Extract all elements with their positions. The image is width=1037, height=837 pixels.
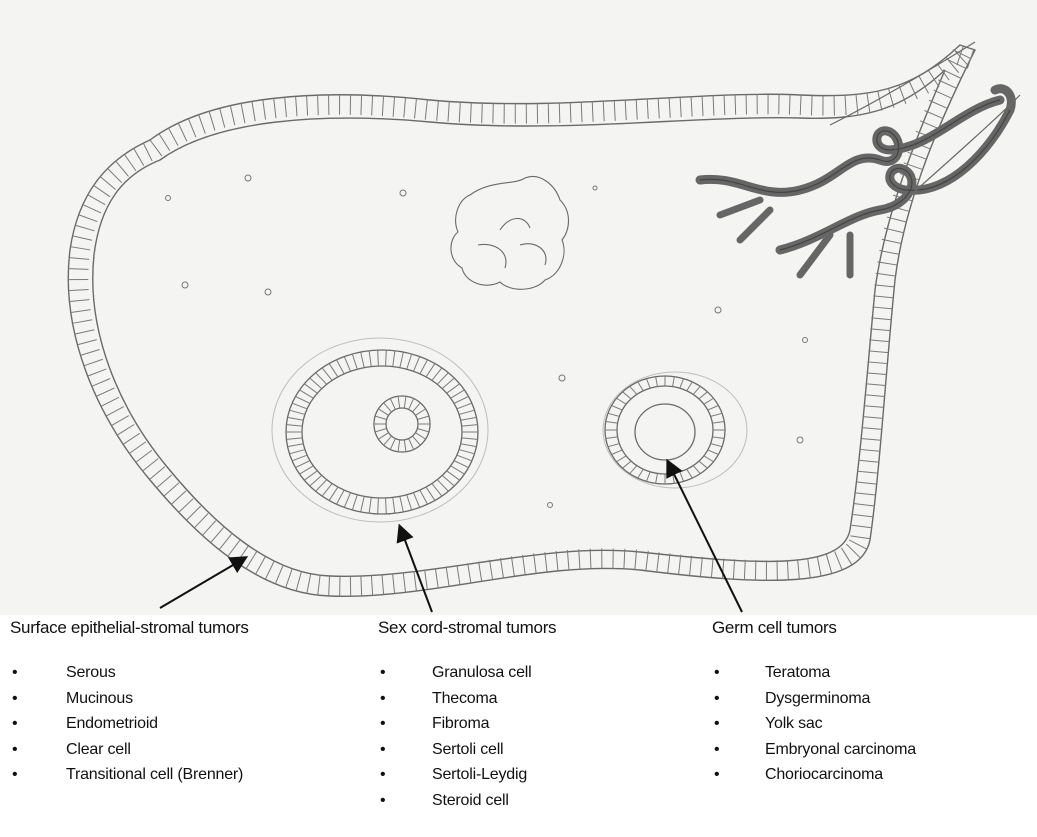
epithelium-cell-divisions <box>68 46 973 596</box>
surface-epithelial-heading: Surface epithelial-stromal tumors <box>10 618 249 638</box>
list-item: Choriocarcinoma <box>712 762 916 788</box>
list-item: Thecoma <box>378 686 556 712</box>
list-item: Endometrioid <box>10 711 249 737</box>
list-item: Clear cell <box>10 737 249 763</box>
hilum-blood-vessels <box>700 89 1011 275</box>
germ-cell-column: Germ cell tumors Teratoma Dysgerminoma Y… <box>712 618 916 788</box>
lobulated-structure <box>451 177 569 290</box>
list-item: Transitional cell (Brenner) <box>10 762 249 788</box>
list-item: Yolk sac <box>712 711 916 737</box>
stromal-cells <box>166 175 808 508</box>
list-item: Granulosa cell <box>378 660 556 686</box>
list-item: Dysgerminoma <box>712 686 916 712</box>
surface-epithelial-list: Serous Mucinous Endometrioid Clear cell … <box>10 660 249 788</box>
ovary-sketch <box>0 0 1037 615</box>
list-item: Serous <box>10 660 249 686</box>
list-item: Teratoma <box>712 660 916 686</box>
list-item: Fibroma <box>378 711 556 737</box>
label-arrows <box>160 462 742 612</box>
list-item: Sertoli cell <box>378 737 556 763</box>
surface-epithelial-column: Surface epithelial-stromal tumors Serous… <box>10 618 249 788</box>
list-item: Sertoli-Leydig <box>378 762 556 788</box>
list-item: Mucinous <box>10 686 249 712</box>
mesovarium-lines <box>830 42 1020 200</box>
list-item: Embryonal carcinoma <box>712 737 916 763</box>
ovary-surface-epithelium <box>68 45 975 596</box>
germ-cell-list: Teratoma Dysgerminoma Yolk sac Embryonal… <box>712 660 916 788</box>
list-item: Steroid cell <box>378 788 556 814</box>
ovarian-follicle-right <box>603 372 747 488</box>
sex-cord-stromal-heading: Sex cord-stromal tumors <box>378 618 556 638</box>
arrow-surface-epithelial <box>160 558 245 608</box>
germ-cell-heading: Germ cell tumors <box>712 618 916 638</box>
arrow-germ-cell <box>668 462 742 612</box>
sex-cord-stromal-list: Granulosa cell Thecoma Fibroma Sertoli c… <box>378 660 556 813</box>
sex-cord-stromal-column: Sex cord-stromal tumors Granulosa cell T… <box>378 618 556 813</box>
